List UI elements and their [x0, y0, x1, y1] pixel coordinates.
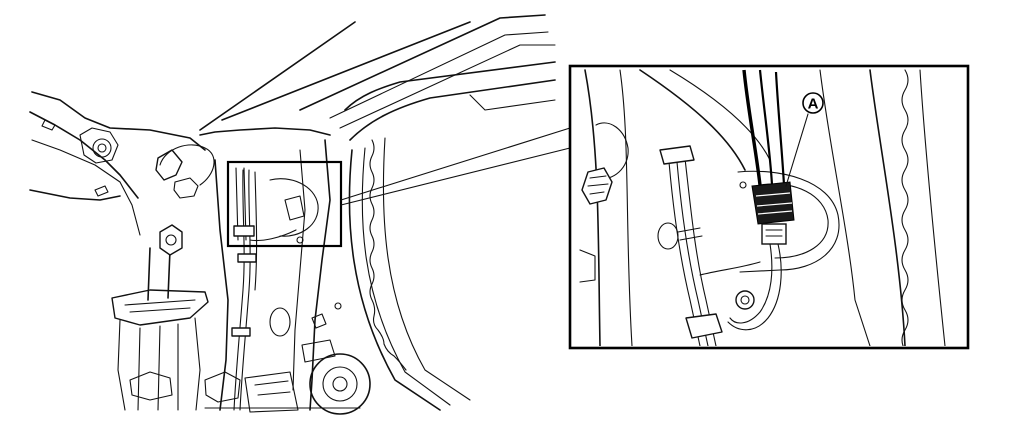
grommet-upper-left-inner [97, 143, 107, 153]
lower-component-detail [254, 380, 291, 396]
main-view [29, 14, 571, 415]
connector-upper-left-detail [173, 177, 199, 199]
bracket-in-box [269, 178, 319, 237]
retractor-body-left [117, 319, 126, 411]
zoom-wire-3 [774, 71, 786, 186]
callout-a: A [802, 92, 824, 114]
retractor-strap-1 [137, 323, 179, 411]
zoom-right-wavy [901, 69, 909, 346]
zoom-right-edge-2 [919, 69, 946, 346]
seatbelt-webbing [147, 247, 171, 301]
b-pillar-right-edge [309, 139, 331, 411]
retractor-body-right [194, 317, 201, 411]
callout-a-label: A [808, 96, 819, 113]
grommet-upper-left [92, 138, 112, 158]
zoom-wire-down-2 [727, 243, 782, 331]
roof-rail-2 [339, 44, 556, 129]
hole-right-2 [296, 236, 304, 244]
small-bolt [311, 313, 327, 329]
harness-main-1 [233, 169, 245, 411]
connector-a-ribs [755, 192, 793, 215]
b-pillar-inner [292, 149, 306, 391]
clip-in-box [233, 225, 255, 237]
zoom-grommet [595, 122, 629, 180]
zoom-wire-grommet-inner [740, 295, 750, 305]
roof-line [199, 21, 356, 131]
zoom-panel-curve-2 [669, 69, 771, 161]
zoom-inner-panel [819, 69, 871, 346]
zoom-bracket-hole [739, 181, 747, 189]
zoom-harness-clip-top [659, 145, 695, 165]
zoom-wire-grommet [735, 290, 755, 310]
harness-branch [249, 229, 297, 242]
retractor-detail [124, 299, 196, 313]
connector-in-box [284, 195, 305, 221]
grommet-lower [269, 307, 291, 337]
zoom-wire-sweep [699, 261, 761, 276]
speaker-inner [332, 376, 348, 392]
harness-loop [159, 144, 215, 186]
upper-left-panel [31, 139, 141, 236]
door-opening-curve [349, 79, 556, 141]
b-pillar-left-edge [214, 159, 229, 411]
callout-a-leader [785, 113, 809, 187]
zoom-pillar-left-2 [619, 69, 633, 346]
harness-clip-1 [237, 253, 257, 263]
harness-main-2 [239, 169, 251, 411]
connector-a-mate [761, 223, 787, 245]
detail-source-box [226, 160, 343, 248]
zoom-wire-2 [758, 69, 774, 186]
seatbelt-retractor [111, 289, 209, 326]
left-clip [41, 119, 56, 131]
zoom-left-connector [581, 167, 613, 205]
hole-right [334, 302, 342, 310]
speaker-outer [309, 353, 371, 415]
speaker-mid [322, 366, 358, 402]
bracket-upper-left [79, 127, 119, 164]
door-opening-outer [344, 61, 556, 111]
lower-left-mount [204, 371, 241, 403]
roof-edge [299, 14, 546, 111]
zoom-harness-1 [667, 149, 701, 346]
left-clip-2 [94, 185, 109, 197]
zoom-wire-down-1 [729, 243, 773, 324]
connector-a-mate-detail [765, 229, 783, 237]
zoom-right-edge [869, 69, 906, 346]
door-edge [469, 94, 556, 111]
speaker-bracket [301, 339, 336, 363]
zoom-harness-wrap [677, 227, 703, 241]
lower-component-box [244, 371, 299, 413]
zoom-panel-curve [639, 69, 746, 171]
leader-bottom [340, 147, 571, 206]
zoom-harness-clip-bottom [685, 313, 723, 339]
upper-left-trim [31, 91, 206, 151]
pillar-seal-wavy [369, 139, 407, 371]
callout-a-circle [802, 92, 824, 114]
zoom-left-tab [579, 249, 596, 283]
leader-top [340, 127, 571, 201]
pillar-edge-left [199, 127, 331, 136]
zoom-left-connector-detail [587, 175, 609, 195]
harness-main-3 [254, 171, 258, 291]
pillar-seal-outer [348, 149, 441, 411]
retractor-lower-bracket [129, 371, 173, 401]
roof-line-inner [221, 21, 471, 121]
left-lower-edge [29, 189, 121, 201]
harness-clip-2 [231, 327, 251, 337]
roof-rail [329, 31, 549, 119]
door-frame-right [382, 137, 471, 401]
detail-view: A [568, 64, 970, 350]
zoom-wire-1 [742, 69, 762, 186]
belt-anchor-top [159, 224, 183, 256]
pillar-seal-inner [361, 147, 451, 406]
zoom-harness-3 [683, 149, 717, 346]
zoom-bracket [737, 170, 840, 273]
belt-anchor-bolt [165, 234, 177, 246]
